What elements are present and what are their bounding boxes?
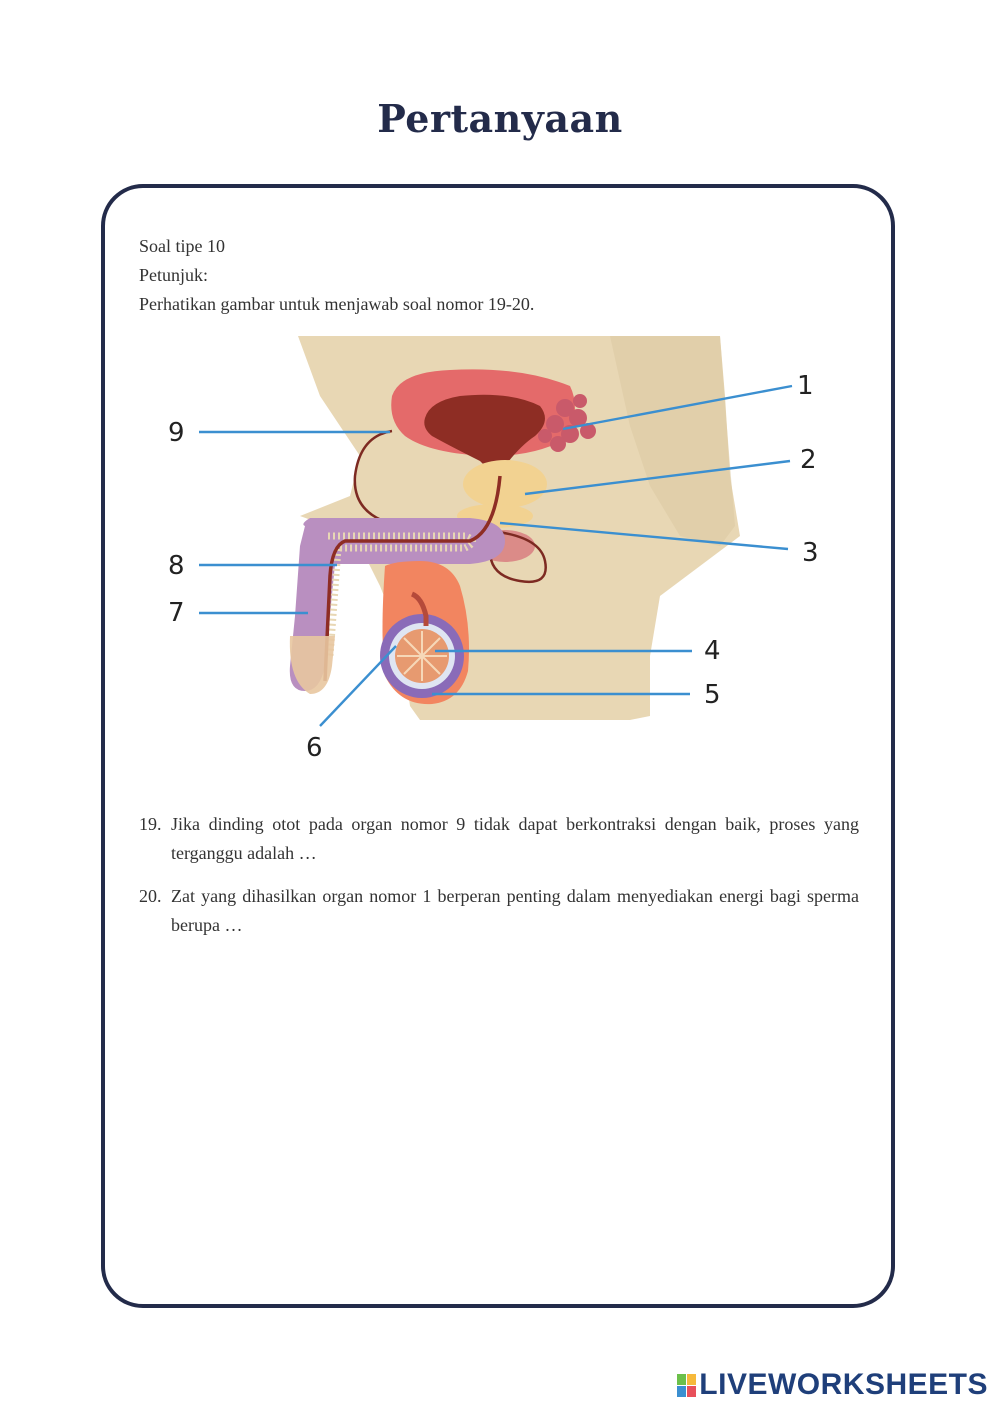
label-1: 1 bbox=[797, 371, 814, 401]
pointer-6 bbox=[319, 645, 397, 727]
label-3: 3 bbox=[802, 538, 819, 568]
urethra bbox=[323, 475, 502, 682]
glans bbox=[289, 636, 335, 694]
question-number: 19. bbox=[139, 814, 162, 834]
label-4: 4 bbox=[704, 636, 721, 666]
label-6: 6 bbox=[306, 733, 323, 763]
question-type: Soal tipe 10 bbox=[139, 236, 225, 256]
page-title: Pertanyaan bbox=[377, 96, 623, 141]
pointer-1 bbox=[562, 384, 793, 431]
instruction-text: Perhatikan gambar untuk menjawab soal no… bbox=[139, 294, 535, 314]
instruction-label: Petunjuk: bbox=[139, 265, 209, 285]
question-20: 20. Zat yang dihasilkan organ nomor 1 be… bbox=[139, 882, 859, 940]
seminiferous-tubules bbox=[397, 631, 447, 681]
reproductive-diagram: 1 2 3 4 5 6 7 8 9 bbox=[168, 336, 819, 763]
label-8: 8 bbox=[168, 551, 185, 581]
pointer-3 bbox=[499, 521, 789, 551]
seminal-vesicle bbox=[538, 394, 596, 452]
prostate bbox=[463, 460, 547, 508]
label-9: 9 bbox=[168, 418, 185, 448]
question-19: 19. Jika dinding otot pada organ nomor 9… bbox=[139, 810, 859, 868]
penis bbox=[289, 518, 505, 691]
pointer-2 bbox=[524, 459, 791, 496]
brand-text: LIVEWORKSHEETS bbox=[699, 1368, 988, 1401]
intro-text: Soal tipe 10 Petunjuk: Perhatikan gambar… bbox=[139, 232, 534, 319]
question-text: Jika dinding otot pada organ nomor 9 tid… bbox=[171, 814, 859, 863]
label-5: 5 bbox=[704, 680, 721, 710]
logo-icon bbox=[677, 1373, 697, 1397]
liveworksheets-logo: LIVEWORKSHEETS bbox=[677, 1368, 988, 1402]
question-number: 20. bbox=[139, 886, 162, 906]
question-text: Zat yang dihasilkan organ nomor 1 berper… bbox=[171, 886, 859, 935]
question-card bbox=[101, 184, 895, 1308]
bladder-inner bbox=[424, 394, 545, 471]
question-list: 19. Jika dinding otot pada organ nomor 9… bbox=[139, 810, 859, 954]
epididymis bbox=[410, 591, 429, 626]
label-7: 7 bbox=[168, 598, 185, 628]
label-2: 2 bbox=[800, 445, 817, 475]
